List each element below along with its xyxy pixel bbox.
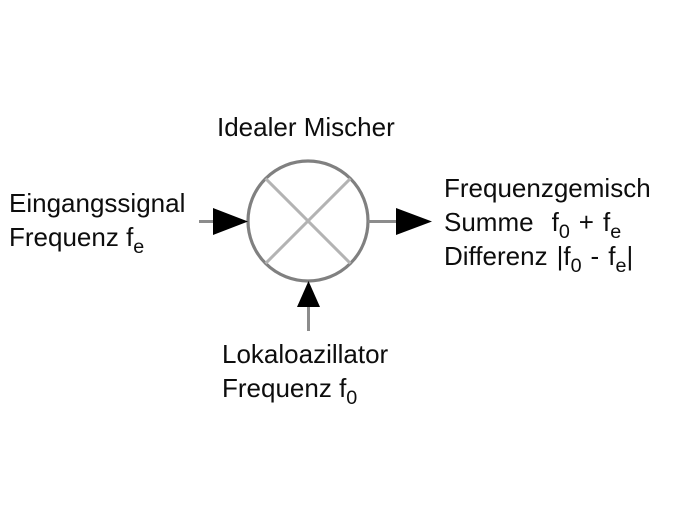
output-sum-operator: + (578, 207, 594, 237)
output-sum-term2-subscript: e (610, 221, 622, 244)
output-label-line1: Frequenzgemisch (444, 173, 651, 203)
output-sum-term1-subscript: 0 (558, 221, 570, 244)
local-oscillator-label: Lokaloazillator Frequenz f0 (222, 337, 389, 408)
local-oscillator-line1: Lokaloazillator (222, 339, 389, 369)
output-difference-operator: - (590, 241, 600, 271)
output-label-line3: Differenz |f0-fe| (444, 239, 651, 276)
output-sum-text: Summe (444, 207, 534, 237)
output-sum-term2: f (602, 207, 611, 237)
output-difference-open: |f (556, 241, 571, 271)
output-arrow-head-icon (396, 208, 432, 235)
output-difference-text: Differenz (444, 241, 548, 271)
output-difference-term2: f (608, 241, 616, 271)
local-oscillator-arrow-head-icon (297, 281, 320, 307)
mixer-cross-line-2 (264, 177, 352, 265)
title-text: Idealer Mischer (217, 112, 395, 142)
input-label-line2: Frequenz fe (9, 220, 185, 257)
page-title: Idealer Mischer (217, 110, 395, 144)
input-frequency-subscript: e (133, 236, 145, 259)
output-sum-term1: f (551, 207, 559, 237)
local-oscillator-line2: Frequenz f0 (222, 371, 388, 408)
input-signal-label: Eingangssignal Frequenz fe (9, 186, 186, 257)
input-label-line1: Eingangssignal (9, 188, 186, 218)
output-difference-term1-subscript: 0 (570, 255, 582, 278)
input-frequency-text: Frequenz f (9, 222, 134, 252)
output-difference-term2-subscript: e (615, 255, 627, 278)
local-oscillator-frequency-subscript: 0 (346, 387, 358, 410)
local-oscillator-frequency-text: Frequenz f (222, 373, 347, 403)
output-difference-close: | (626, 241, 634, 271)
input-arrow-head-icon (213, 208, 248, 235)
